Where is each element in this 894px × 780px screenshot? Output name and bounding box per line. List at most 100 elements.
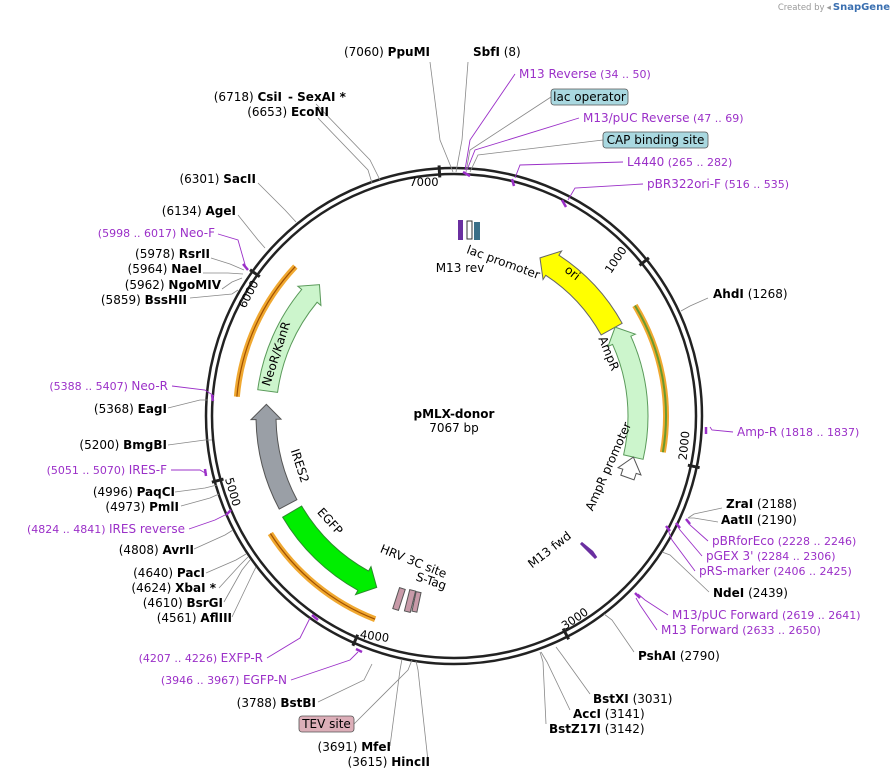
enzyme-position: (4640): [133, 566, 177, 580]
feature-egfp: [281, 505, 378, 596]
enzyme-name: NdeI: [713, 586, 744, 600]
enzyme-label-mfei: (3691) MfeI: [318, 740, 391, 754]
leader-bmgbi: [167, 439, 212, 446]
leader-bsrgi: [223, 559, 251, 603]
primer-leader-amp-r: [709, 426, 734, 433]
enzyme-label-csii: (6718) CsiI: [214, 90, 282, 104]
primer-range: (4207 .. 4226): [139, 652, 221, 665]
enzyme-position: (5964): [128, 262, 172, 276]
primer-name: M13 Forward: [661, 623, 739, 637]
enzyme-position: (3788): [237, 696, 281, 710]
primer-mark-neo-f: [242, 263, 249, 271]
primer-name: pBRforEco: [712, 534, 774, 548]
primer-label-pbrforeco: pBRforEco (2228 .. 2246): [712, 534, 856, 548]
feature-lac-promoter-stub: [466, 220, 473, 240]
leader-agei: [237, 214, 266, 249]
box-cap-binding-site: [602, 131, 709, 149]
primer-range: (2284 .. 2306): [753, 550, 835, 563]
enzyme-position: (5859): [101, 293, 145, 307]
primer-leader-m13-reverse: [464, 73, 516, 171]
tick-mark-7000: [437, 165, 442, 178]
primer-label-neo-f: (5998 .. 6017) Neo-F: [98, 226, 215, 240]
primer-name: Neo-F: [180, 226, 215, 240]
leader-paci: [205, 553, 247, 574]
tick-label-1000: 1000: [602, 244, 630, 276]
enzyme-name: MfeI: [361, 740, 391, 754]
enzyme-label-hincii: (3615) HincII: [348, 755, 430, 769]
leader-afliii: [231, 566, 257, 618]
primer-leader-m13-puc-reverse: [466, 117, 580, 171]
box-tev-site: [298, 715, 355, 733]
primer-mark-ires-f: [203, 468, 208, 477]
tick-label-4000: 4000: [359, 627, 390, 645]
primer-mark-ires-reverse: [225, 509, 232, 516]
snapgene-logo-icon: ◂: [826, 2, 831, 13]
leader-avrii: [193, 529, 234, 550]
leader-bstxi: [555, 646, 591, 695]
primer-label-neo-r: (5388 .. 5407) Neo-R: [49, 379, 168, 393]
enzyme-label-sbfi: SbfI (8): [473, 45, 521, 59]
primer-mark-neo-r: [210, 394, 215, 402]
primer-leader-l4440: [514, 161, 624, 179]
enzyme-name: AatII: [721, 513, 753, 527]
enzyme-position: (3615): [348, 755, 392, 769]
enzyme-name: BssHII: [145, 293, 187, 307]
enzyme-name: BmgBI: [123, 438, 167, 452]
primer-label-ires-f: (5051 .. 5070) IRES-F: [47, 463, 167, 477]
leader-ppumi: [429, 61, 454, 173]
box-label-tev-site: TEV site: [301, 717, 351, 731]
enzyme-label-paqci: (4996) PaqCI: [93, 485, 175, 499]
enzyme-position: (5368): [94, 402, 138, 416]
credit-prefix: Created by: [777, 2, 825, 13]
leader-pshai: [603, 613, 635, 653]
primer-leader-ires-reverse: [188, 514, 226, 530]
primer-name: Amp-R: [737, 425, 777, 439]
leader-pmli: [180, 493, 220, 507]
primer-range: (5388 .. 5407): [49, 380, 131, 393]
feature-m13-fwd: [579, 541, 598, 560]
enzyme-label-avrii: (4808) AvrII: [119, 543, 194, 557]
enzyme-position: (2188): [753, 497, 797, 511]
feature-label-m13-fwd: M13 fwd: [525, 529, 574, 571]
enzyme-label-agei: (6134) AgeI: [162, 204, 236, 218]
primer-label-pgex-3: pGEX 3' (2284 .. 2306): [706, 549, 836, 563]
tick-label-2000: 2000: [676, 430, 693, 461]
primer-range: (1818 .. 1837): [777, 426, 859, 439]
box-leader-cap-binding-site: [469, 139, 604, 173]
enzyme-name: AvrII: [162, 543, 194, 557]
primer-range: (3946 .. 3967): [161, 674, 243, 687]
enzyme-name: BsrGI: [186, 596, 223, 610]
box-leader-lac-operator: [465, 96, 552, 173]
enzyme-label-ndei: NdeI (2439): [713, 586, 788, 600]
primer-leader-pbr322ori-f: [567, 183, 644, 201]
primer-mark-prs-marker: [665, 525, 671, 532]
leader-bstz17i: [539, 651, 547, 725]
backbone-outer: [204, 166, 704, 666]
primer-range: (2228 .. 2246): [774, 535, 856, 548]
enzyme-position: (6134): [162, 204, 206, 218]
enzyme-name: PshAI: [638, 649, 676, 663]
leader-ahdi: [680, 297, 709, 312]
enzyme-position: (4996): [93, 485, 137, 499]
enzyme-label-xbai: (4624) XbaI *: [131, 581, 216, 595]
enzyme-label-ahdi: AhdI (1268): [713, 287, 788, 301]
primer-name: pGEX 3': [706, 549, 753, 563]
enzyme-name: CsiI: [257, 90, 282, 104]
leader-rsrii: [210, 257, 245, 271]
enzyme-name: BstBI: [280, 696, 316, 710]
enzyme-position: (4561): [157, 611, 201, 625]
enzyme-name: SbfI: [473, 45, 500, 59]
primer-label-prs-marker: pRS-marker (2406 .. 2425): [699, 564, 852, 578]
primer-name: EXFP-R: [221, 651, 263, 665]
primer-range: (47 .. 69): [690, 112, 744, 125]
primer-leader-egfp-n: [290, 651, 359, 681]
primer-label-ires-reverse: (4824 .. 4841) IRES reverse: [27, 522, 185, 536]
box-leader-tev-site: [353, 659, 413, 725]
primer-leader-prs-marker: [667, 529, 696, 572]
neor-orf-line: [236, 266, 296, 397]
enzyme-name: PmlI: [149, 500, 179, 514]
enzyme-label-econi: (6653) EcoNI: [247, 105, 329, 119]
enzyme-name: HincII: [391, 755, 430, 769]
enzyme-name: SacII: [223, 172, 256, 186]
primer-mark-pbrforeco: [685, 518, 691, 525]
